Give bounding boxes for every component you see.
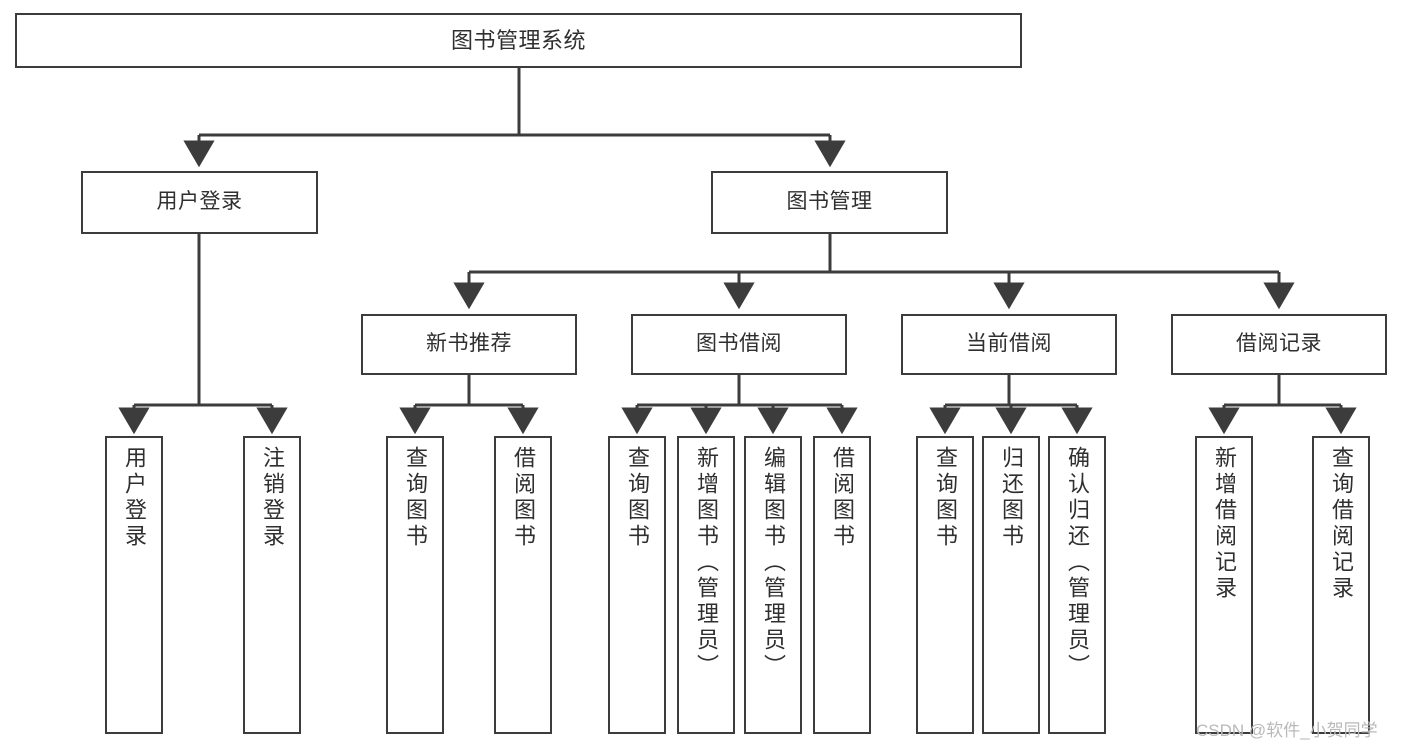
node-label: 新书推荐	[426, 332, 512, 356]
leaf-query-borrow-record[interactable]: 查询借阅记录	[1312, 436, 1370, 734]
leaf-borrow-book-recommend[interactable]: 借阅图书	[494, 436, 552, 734]
node-current-borrow[interactable]: 当前借阅	[901, 314, 1117, 375]
node-borrow-record[interactable]: 借阅记录	[1171, 314, 1387, 375]
leaf-query-book-recommend[interactable]: 查询图书	[386, 436, 444, 734]
watermark-text: CSDN @软件_小贺同学	[1196, 721, 1378, 740]
node-book-management[interactable]: 图书管理	[711, 171, 948, 234]
node-label: 查询图书	[933, 446, 958, 550]
leaf-confirm-return-admin[interactable]: 确认归还（管理员）	[1048, 436, 1106, 734]
node-label: 注销登录	[260, 446, 285, 550]
node-label: 新增图书（管理员）	[694, 446, 719, 680]
node-label: 图书管理系统	[450, 27, 586, 53]
node-user-login[interactable]: 用户登录	[81, 171, 318, 234]
node-label: 借阅记录	[1236, 332, 1322, 356]
node-label: 编辑图书（管理员）	[761, 446, 786, 680]
node-label: 归还图书	[999, 446, 1024, 550]
node-label: 借阅图书	[830, 446, 855, 550]
node-book-borrow[interactable]: 图书借阅	[631, 314, 847, 375]
node-label: 借阅图书	[511, 446, 536, 550]
node-label: 图书借阅	[696, 332, 782, 356]
node-label: 确认归还（管理员）	[1065, 446, 1090, 680]
node-label: 查询借阅记录	[1329, 446, 1354, 602]
leaf-return-book[interactable]: 归还图书	[982, 436, 1040, 734]
node-label: 用户登录	[122, 446, 147, 550]
leaf-edit-book-admin[interactable]: 编辑图书（管理员）	[744, 436, 802, 734]
leaf-add-book-admin[interactable]: 新增图书（管理员）	[677, 436, 735, 734]
node-label: 当前借阅	[966, 332, 1052, 356]
node-label: 用户登录	[156, 190, 243, 214]
node-label: 查询图书	[625, 446, 650, 550]
leaf-add-borrow-record[interactable]: 新增借阅记录	[1195, 436, 1253, 734]
node-root-library-system[interactable]: 图书管理系统	[15, 13, 1022, 68]
node-label: 查询图书	[403, 446, 428, 550]
leaf-user-login[interactable]: 用户登录	[105, 436, 163, 734]
node-new-book-recommend[interactable]: 新书推荐	[361, 314, 577, 375]
leaf-borrow-book[interactable]: 借阅图书	[813, 436, 871, 734]
leaf-query-book-current[interactable]: 查询图书	[916, 436, 974, 734]
node-label: 图书管理	[786, 190, 873, 214]
node-label: 新增借阅记录	[1212, 446, 1237, 602]
leaf-query-book[interactable]: 查询图书	[608, 436, 666, 734]
leaf-logout[interactable]: 注销登录	[243, 436, 301, 734]
